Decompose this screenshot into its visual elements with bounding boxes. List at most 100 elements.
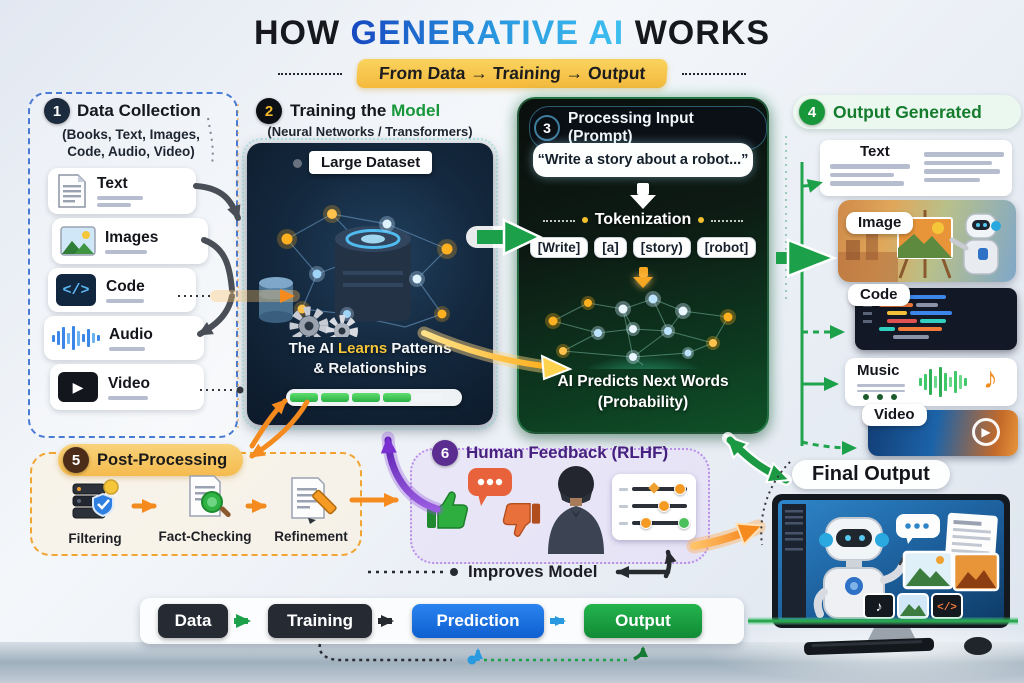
pp-item-filtering: Filtering — [52, 478, 138, 546]
token-chip: [a] — [594, 237, 627, 258]
data-item-text: Text — [48, 168, 196, 214]
training-panel: Large Dataset — [242, 138, 498, 430]
screen-chips: ♪ </> — [863, 593, 963, 619]
training-subtitle: (Neural Networks / Transformers) — [267, 124, 473, 139]
ai-core-icon — [335, 226, 411, 321]
data-item-images: Images — [52, 218, 208, 264]
token-chip: [story) — [632, 237, 691, 258]
post-processing-header: 5 Post-Processing — [58, 444, 244, 476]
neural-network-graphic — [259, 205, 457, 337]
data-collection-title: Data Collection — [77, 101, 201, 120]
data-item-video: ▶ Video — [50, 364, 204, 410]
prediction-caption: AI Predicts Next Words (Probability) — [557, 373, 729, 411]
data-item-audio: Audio — [44, 316, 204, 360]
processing-header-pill: 3 Processing Input (Prompt) — [529, 106, 767, 150]
step-3-badge: 3 — [534, 115, 560, 141]
training-progress-bar — [286, 389, 462, 406]
large-dataset-label: Large Dataset — [309, 151, 433, 174]
final-output-monitor: ♪ </> — [772, 494, 1010, 656]
token-chips: [Write] [a] [story) [robot] — [519, 237, 767, 258]
output-video-label-pill: Video — [862, 404, 927, 426]
prompt-box: “Write a story about a robot...” — [533, 143, 753, 177]
subtitle-banner: From Data → Training → Output — [355, 59, 669, 88]
image-icon — [60, 226, 96, 256]
output-item-label: Music — [857, 362, 900, 379]
pp-item-factcheck: Fact-Checking — [150, 474, 260, 544]
tokenization-label: Tokenization — [594, 211, 692, 228]
pp-item-label: Fact-Checking — [158, 529, 252, 544]
video-play-icon: ▶ — [972, 418, 1000, 446]
training-title-a: Training the — [290, 101, 387, 120]
data-item-label: Code — [106, 277, 145, 295]
title-post: WORKS — [634, 14, 771, 52]
text-doc-icon — [58, 174, 86, 208]
audio-waveform-icon — [52, 325, 100, 351]
thumbs-up-icon — [427, 491, 468, 529]
data-item-code: </> Code — [48, 268, 196, 312]
output-item-image — [838, 200, 1016, 282]
flow-step-training: Training — [268, 604, 372, 638]
output-item-label: Video — [874, 406, 915, 423]
page-title: HOW GENERATIVE AI WORKS — [0, 14, 1024, 53]
speech-bubble-icon — [468, 468, 512, 506]
prompt-down-arrow — [519, 183, 767, 209]
title-pre: HOW — [253, 14, 341, 52]
subtitle-dotline-right — [681, 73, 746, 75]
screen-speech-bubble — [896, 514, 940, 544]
feedback-title: Human Feedback (RLHF) — [466, 443, 669, 462]
output-image-label-pill: Image — [846, 212, 914, 234]
post-processing-title: Post-Processing — [97, 450, 228, 469]
fact-checking-icon — [189, 475, 231, 518]
svg-text:♪: ♪ — [876, 598, 883, 614]
step-1-badge: 1 — [44, 98, 70, 124]
thumbs-down-icon — [502, 502, 541, 537]
final-output-label: Final Output — [792, 460, 950, 489]
music-waveform-icon — [919, 366, 967, 398]
screen-image-thumbs — [902, 550, 1000, 592]
dataset-dot — [293, 159, 302, 168]
training-title-b: Model — [391, 101, 441, 120]
flow-step-data: Data — [158, 604, 228, 638]
token-down-arrow — [519, 267, 767, 288]
gears-icon — [289, 306, 358, 337]
improves-model-note: Improves Model — [468, 562, 598, 581]
video-icon: ▶ — [58, 372, 98, 402]
output-code-label-pill: Code — [848, 284, 910, 306]
output-item-label: Image — [858, 214, 902, 231]
refinement-icon — [291, 477, 337, 524]
training-caption: The AI Learns Patterns & Relationships — [288, 340, 452, 377]
data-item-label: Text — [97, 175, 128, 192]
output-item-label: Code — [860, 286, 898, 303]
output-title: Output Generated — [833, 101, 982, 122]
subtitle-dotline-left — [278, 73, 343, 75]
data-item-label: Video — [108, 374, 150, 392]
processing-panel: 3 Processing Input (Prompt) “Write a sto… — [517, 97, 769, 434]
output-item-text: Text — [820, 140, 1012, 196]
token-chip: [robot] — [696, 237, 757, 258]
pp-item-label: Filtering — [68, 531, 122, 546]
flow-step-prediction: Prediction — [412, 604, 544, 638]
step-5-badge: 5 — [63, 447, 89, 473]
prediction-network-graphic — [545, 291, 736, 369]
database-icon — [259, 277, 293, 323]
music-note-icon: ♪ — [983, 362, 998, 395]
painter-robot-icon — [949, 213, 1001, 275]
output-header-pill: 4 Output Generated — [793, 95, 1021, 129]
flow-step-output: Output — [584, 604, 702, 638]
feedback-sliders-card — [612, 474, 696, 540]
person-icon — [548, 466, 604, 554]
svg-text:</>: </> — [937, 602, 957, 614]
step-4-badge: 4 — [799, 99, 825, 125]
filtering-icon — [72, 479, 119, 519]
pp-item-refinement: Refinement — [268, 476, 354, 544]
data-item-label: Images — [105, 228, 159, 246]
code-icon: </> — [56, 274, 96, 306]
token-chip: [Write] — [529, 237, 589, 258]
data-collection-subtitle: (Books, Text, Images, Code, Audio, Video… — [62, 127, 200, 159]
step-6-badge: 6 — [432, 440, 458, 466]
output-item-music: Music ♪ — [845, 358, 1017, 406]
training-header: 2 Training the Model — [256, 98, 440, 124]
data-item-label: Audio — [109, 325, 153, 343]
tokenization-row: Tokenization — [519, 211, 767, 229]
title-highlight: GENERATIVE AI — [350, 14, 625, 52]
